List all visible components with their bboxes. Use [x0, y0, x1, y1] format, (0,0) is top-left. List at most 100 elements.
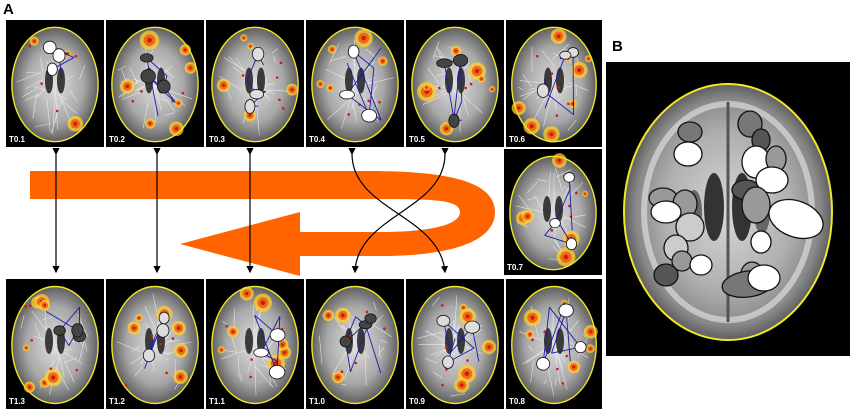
activation-blob: [464, 371, 470, 377]
brain-outline: [509, 155, 597, 271]
parcel-edge: [152, 293, 161, 328]
activation-blob: [188, 66, 192, 70]
summary-brain-svg: [623, 83, 833, 341]
activation-dot: [279, 61, 283, 65]
brain-outline: [11, 26, 99, 143]
parcel-edge: [325, 69, 345, 79]
parcel-edge: [262, 90, 271, 101]
parcel-edge: [135, 85, 146, 91]
activation-blob: [340, 313, 345, 318]
activation-blob: [326, 314, 330, 317]
activation-blob: [587, 57, 590, 60]
network-node: [42, 40, 57, 55]
panel-a-label: A: [3, 1, 14, 18]
parcel-edge: [155, 85, 162, 111]
parcel-edge: [327, 99, 351, 120]
parcel-edge: [563, 186, 569, 192]
activation-dot: [28, 304, 32, 308]
activation-dot: [348, 334, 352, 337]
network-node: [549, 218, 561, 229]
parcel-edge: [224, 57, 246, 71]
parcel-edge: [168, 340, 180, 343]
activation-dot: [445, 368, 448, 371]
activation-blob: [125, 84, 130, 89]
activation-blob: [584, 193, 586, 195]
ventricle: [445, 67, 453, 94]
activation-dot: [565, 354, 569, 358]
activation-blob: [248, 113, 252, 117]
ventricle: [543, 196, 551, 222]
activation-dot: [225, 325, 228, 328]
parcel-edge: [449, 393, 466, 397]
cross-arrow-2: [351, 147, 449, 274]
parcel-edge: [353, 104, 358, 122]
parcel-edge: [450, 345, 456, 359]
brain-slice-image: [111, 285, 199, 405]
parcel-edge: [522, 74, 532, 87]
parcel-edge: [42, 316, 54, 321]
network-node: [574, 341, 587, 354]
activation-dot: [250, 358, 254, 361]
parcel-edge: [356, 67, 360, 72]
parcel-edge: [165, 69, 175, 79]
slice-label: T0.8: [509, 397, 526, 406]
parcel-edge: [264, 78, 268, 86]
network-edge: [346, 62, 370, 116]
brain-slice-image: [511, 285, 598, 405]
network-node: [436, 314, 451, 327]
parcel-edge: [454, 295, 458, 333]
parcel-edge: [144, 306, 157, 331]
activation-dot: [575, 191, 578, 195]
activation-dot: [464, 86, 467, 90]
network-edge: [565, 310, 571, 362]
parcel-edge: [353, 93, 357, 100]
network-node: [52, 48, 66, 63]
brain-slice-image: [511, 26, 597, 143]
activation-dot: [543, 330, 547, 334]
activation-blob: [183, 48, 187, 52]
activation-blob: [33, 39, 36, 43]
brain-tissue: [111, 27, 199, 142]
activation-blob: [474, 68, 480, 74]
activation-blob: [281, 343, 284, 347]
brain-tissue: [11, 286, 99, 404]
parcel-edge: [543, 85, 554, 127]
orange-flow-arrow: [30, 171, 495, 276]
activation-blob: [487, 345, 491, 349]
brain-slice-t0-5: T0.5: [406, 20, 504, 147]
brain-outline: [511, 26, 597, 143]
parcel-edge: [583, 333, 586, 338]
network-node: [142, 348, 156, 363]
parcel-edge: [273, 55, 276, 63]
ventricle: [245, 328, 253, 354]
parcel-edge: [70, 90, 78, 102]
slice-label: T1.2: [109, 397, 126, 406]
brain-outline: [411, 285, 499, 405]
activation-blob: [549, 132, 554, 137]
activation-blob: [231, 330, 235, 334]
parcel-edge: [527, 197, 539, 201]
brain-outline: [311, 26, 399, 143]
network-edges: [544, 177, 573, 245]
network-node: [339, 89, 355, 100]
parcel-edge: [542, 50, 556, 67]
brain-slice-image: [311, 285, 399, 405]
activation-blob: [244, 291, 249, 296]
network-node: [244, 99, 256, 114]
ventricle: [357, 328, 365, 354]
parcel-edge: [555, 346, 564, 369]
network-node: [269, 328, 286, 342]
brain-tissue: [411, 286, 499, 404]
parcel-edge: [117, 65, 127, 71]
activation-dot: [567, 102, 570, 106]
brain-outline: [211, 285, 299, 405]
parcel-edge: [518, 86, 524, 91]
parcel-edge: [554, 192, 556, 195]
parcel-edge: [165, 358, 168, 361]
parcel-edge: [84, 341, 88, 352]
brain-slice-t1-1: T1.1: [206, 279, 304, 409]
network-node: [364, 313, 377, 324]
parcel-edge: [554, 348, 557, 360]
activation-blob: [556, 34, 561, 39]
